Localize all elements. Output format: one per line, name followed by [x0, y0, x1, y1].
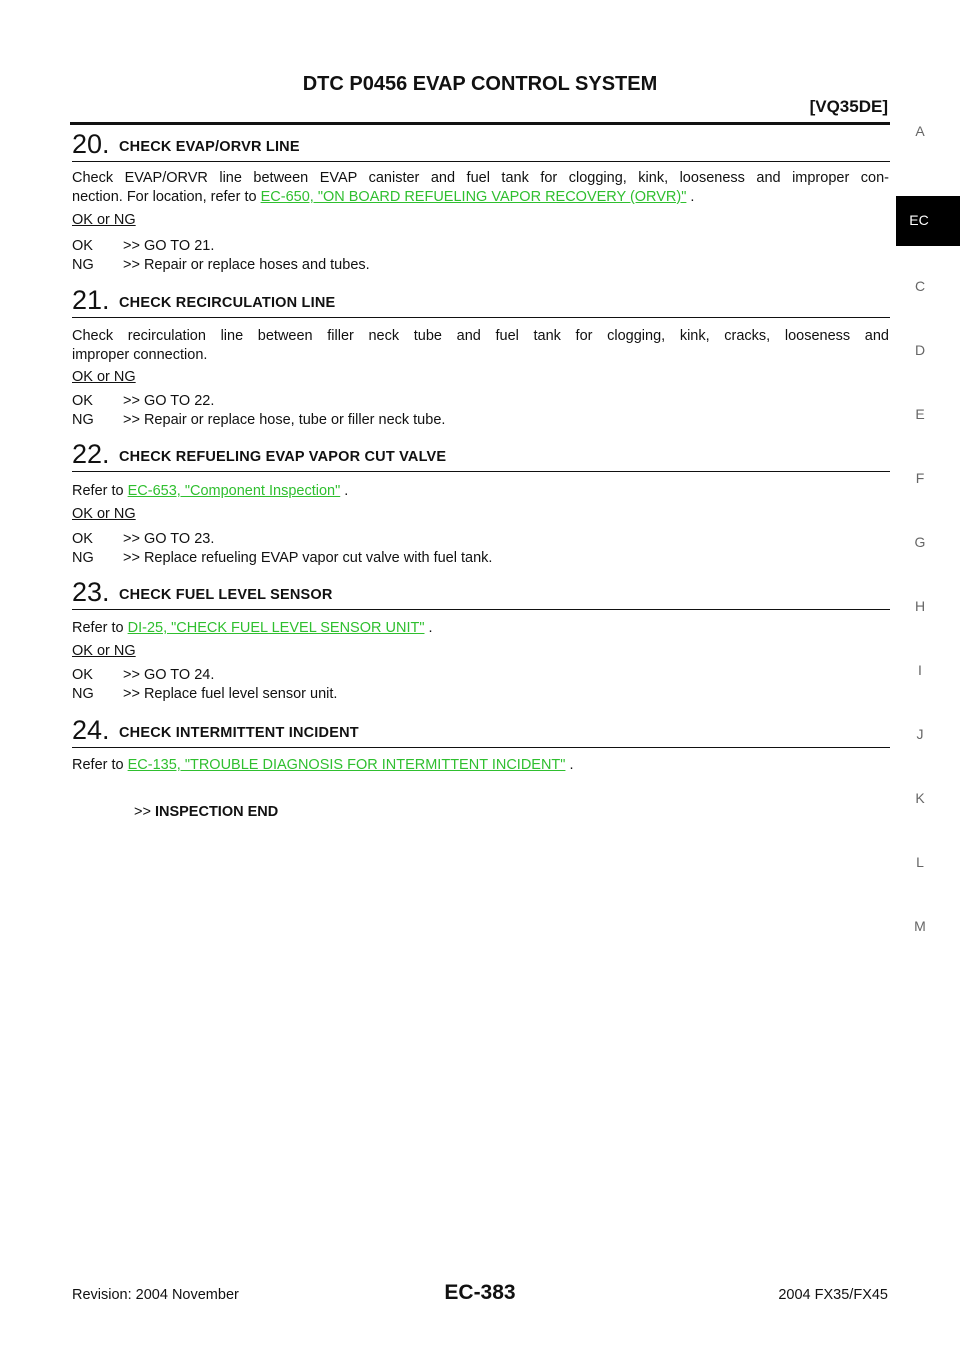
reference-link-di-25[interactable]: DI-25, "CHECK FUEL LEVEL SENSOR UNIT": [127, 620, 425, 636]
step-divider: [72, 747, 890, 748]
side-tab-l[interactable]: L: [916, 854, 924, 870]
page-title: DTC P0456 EVAP CONTROL SYSTEM: [302, 73, 658, 95]
step-24-description: Refer to EC-135, "TROUBLE DIAGNOSIS FOR …: [72, 757, 574, 773]
result-action: >> Replace fuel level sensor unit.: [123, 686, 338, 702]
side-tab-k[interactable]: K: [915, 790, 925, 806]
ok-or-ng-label: OK or NG: [72, 212, 136, 228]
step-title: CHECK REFUELING EVAP VAPOR CUT VALVE: [119, 449, 447, 465]
result-action: >> GO TO 21.: [123, 238, 215, 254]
result-action: >> Repair or replace hoses and tubes.: [123, 257, 370, 273]
step-20-description: Check EVAP/ORVR line between EVAP canist…: [72, 169, 889, 207]
step-21-description: Check recirculation line between filler …: [72, 327, 889, 365]
step-22-heading: 22. CHECK REFUELING EVAP VAPOR CUT VALVE: [72, 440, 890, 472]
step-24-heading: 24. CHECK INTERMITTENT INCIDENT: [72, 716, 890, 748]
result-action: >> GO TO 24.: [123, 667, 215, 683]
engine-code: [VQ35DE]: [809, 97, 888, 116]
step-number: 23.: [72, 577, 110, 607]
side-tab-g[interactable]: G: [914, 534, 926, 550]
reference-link-ec-135[interactable]: EC-135, "TROUBLE DIAGNOSIS FOR INTERMITT…: [127, 757, 566, 773]
reference-link-ec-650[interactable]: EC-650, "ON BOARD REFUELING VAPOR RECOVE…: [260, 189, 687, 205]
side-tab-f[interactable]: F: [915, 470, 925, 486]
result-action: >> Replace refueling EVAP vapor cut valv…: [123, 550, 493, 566]
step-22-description: Refer to EC-653, "Component Inspection" …: [72, 483, 349, 499]
step-divider: [72, 161, 890, 162]
step-title: CHECK INTERMITTENT INCIDENT: [119, 725, 359, 741]
header-divider: [70, 122, 890, 125]
step-21-heading: 21. CHECK RECIRCULATION LINE: [72, 286, 890, 318]
side-tab-ec-label: EC: [909, 212, 929, 228]
step-divider: [72, 317, 890, 318]
side-tab-i[interactable]: I: [918, 662, 922, 678]
step-20-heading: 20. CHECK EVAP/ORVR LINE: [72, 130, 890, 162]
footer-model: 2004 FX35/FX45: [778, 1287, 888, 1303]
side-tab-a[interactable]: A: [915, 123, 925, 139]
footer-page-number: EC-383: [444, 1281, 516, 1304]
ok-or-ng-label: OK or NG: [72, 643, 136, 659]
result-action: >> GO TO 23.: [123, 531, 215, 547]
description-line: Check recirculation line between filler …: [72, 328, 889, 344]
ok-or-ng-label: OK or NG: [72, 506, 136, 522]
inspection-end: >> INSPECTION END: [134, 804, 278, 820]
side-tab-ec-active[interactable]: EC: [896, 196, 960, 246]
result-code: NG: [72, 257, 94, 273]
end-label: INSPECTION END: [154, 804, 279, 820]
step-number: 24.: [72, 715, 110, 745]
result-action: >> Repair or replace hose, tube or fille…: [123, 412, 446, 428]
step-divider: [72, 609, 890, 610]
side-tab-m[interactable]: M: [914, 918, 926, 934]
result-code: OK: [72, 393, 93, 409]
side-tab-j[interactable]: J: [916, 726, 924, 742]
step-title: CHECK RECIRCULATION LINE: [119, 295, 336, 311]
result-action: >> GO TO 22.: [123, 393, 215, 409]
side-tab-h[interactable]: H: [914, 598, 926, 614]
description-line: nection. For location, refer to EC-650, …: [72, 189, 695, 205]
footer-revision: Revision: 2004 November: [72, 1287, 239, 1303]
end-arrows: >>: [134, 804, 151, 820]
step-number: 20.: [72, 129, 110, 159]
description-line: improper connection.: [72, 347, 208, 363]
result-code: NG: [72, 550, 94, 566]
side-tab-c[interactable]: C: [914, 278, 926, 294]
step-divider: [72, 471, 890, 472]
description-line: Check EVAP/ORVR line between EVAP canist…: [72, 170, 889, 186]
result-code: OK: [72, 667, 93, 683]
result-code: NG: [72, 412, 94, 428]
step-number: 22.: [72, 439, 110, 469]
result-code: OK: [72, 238, 93, 254]
reference-link-ec-653[interactable]: EC-653, "Component Inspection": [127, 483, 341, 499]
step-23-description: Refer to DI-25, "CHECK FUEL LEVEL SENSOR…: [72, 620, 433, 636]
ok-or-ng-label: OK or NG: [72, 369, 136, 385]
result-code: NG: [72, 686, 94, 702]
step-number: 21.: [72, 285, 110, 315]
side-tab-e[interactable]: E: [915, 406, 925, 422]
result-code: OK: [72, 531, 93, 547]
side-tab-d[interactable]: D: [914, 342, 926, 358]
step-23-heading: 23. CHECK FUEL LEVEL SENSOR: [72, 578, 890, 610]
step-title: CHECK EVAP/ORVR LINE: [119, 139, 300, 155]
step-title: CHECK FUEL LEVEL SENSOR: [119, 587, 333, 603]
